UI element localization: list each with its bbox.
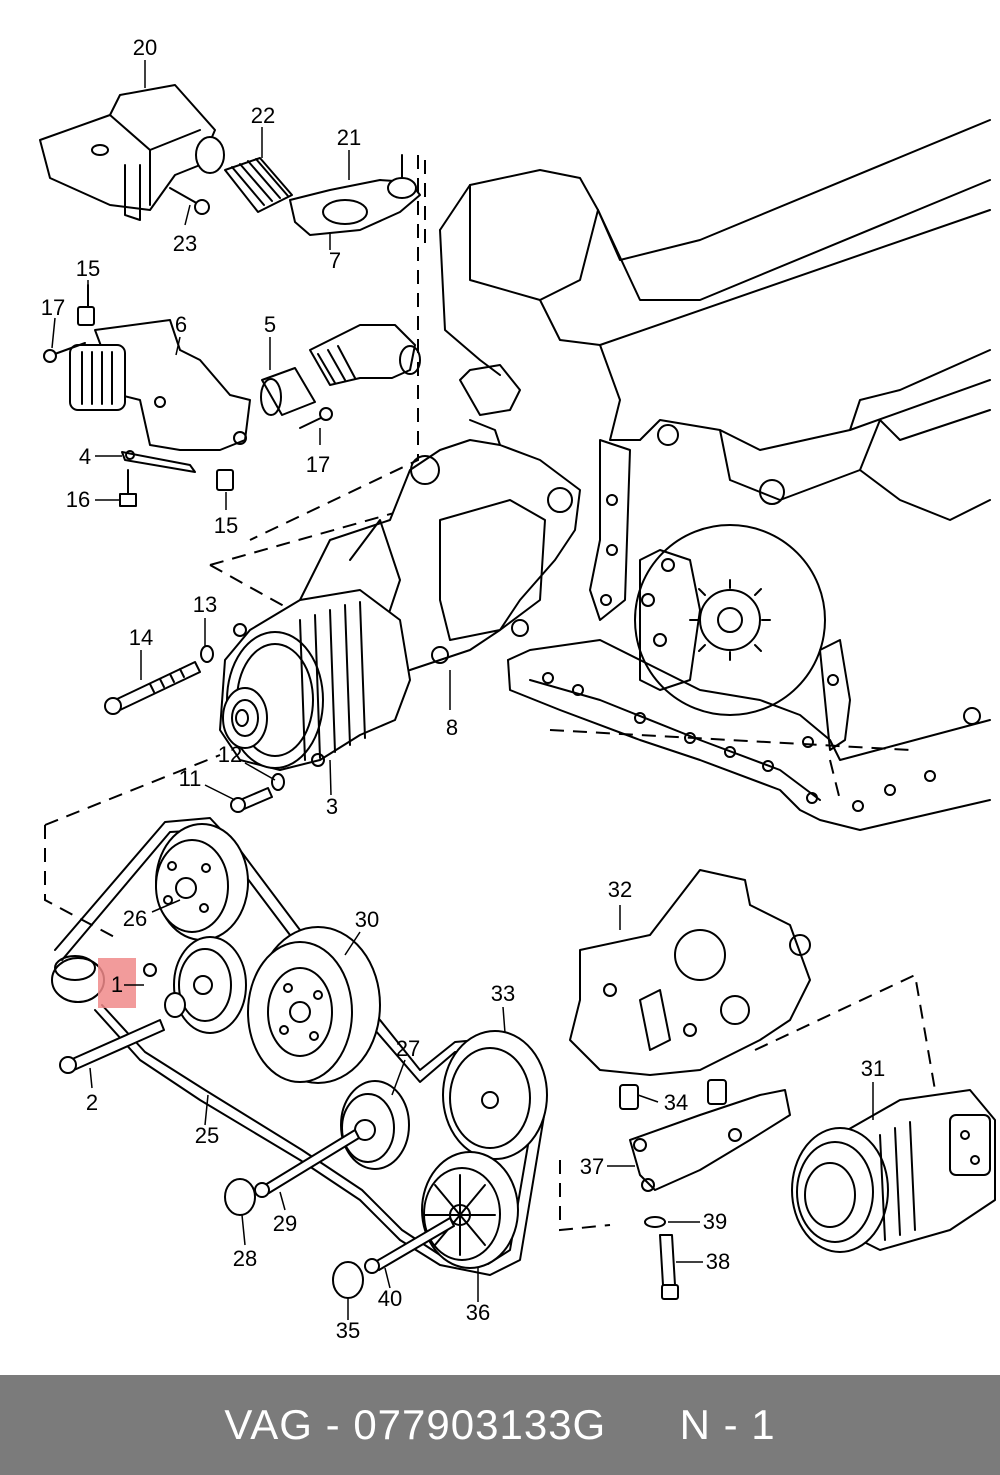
callout-39: 39: [703, 1209, 727, 1234]
part-number-footer: VAG - 077903133G N - 1: [0, 1375, 1000, 1475]
footer-text: VAG - 077903133G N - 1: [224, 1401, 775, 1449]
part-31-compressor: [791, 1089, 996, 1253]
callout-26: 26: [123, 906, 147, 931]
callout-22: 22: [251, 103, 275, 128]
callout-17-top: 17: [41, 295, 65, 320]
callout-17-bottom: 17: [306, 452, 330, 477]
assembly-lines: [44, 155, 936, 1232]
callout-37: 37: [580, 1154, 604, 1179]
callout-21: 21: [337, 125, 361, 150]
part-5-sleeve: [260, 367, 316, 416]
part-35-cap: [332, 1261, 364, 1299]
part-36-pulley: [421, 1151, 519, 1269]
dash-separator: -: [325, 1401, 341, 1448]
part-33-pulley: [442, 1030, 548, 1160]
callout-36: 36: [466, 1300, 490, 1325]
callout-3: 3: [326, 794, 338, 819]
callout-31: 31: [861, 1056, 885, 1081]
callout-15-bottom: 15: [214, 513, 238, 538]
callout-27: 27: [396, 1036, 420, 1061]
part-27-idler: [340, 1080, 410, 1170]
callout-labels: 1 2 3 4 5 6 7 8 11 12 13 14 15 15 16 17 …: [41, 35, 885, 1343]
callout-14: 14: [129, 625, 153, 650]
part-3-alternator: [219, 589, 411, 771]
part-17-bolts: [43, 342, 333, 429]
part-4-strap: [119, 450, 234, 507]
part-23-bolt: [169, 187, 210, 215]
part-32-bracket: [569, 869, 811, 1076]
callout-2: 2: [86, 1090, 98, 1115]
part-1-tensioner: [51, 936, 247, 1034]
callout-38: 38: [706, 1249, 730, 1274]
leader-lines: [51, 60, 874, 1320]
callout-16: 16: [66, 487, 90, 512]
part-1-highlight: [98, 958, 136, 1008]
callout-12: 12: [218, 742, 242, 767]
part-2-bolt: [59, 1019, 165, 1074]
callout-20: 20: [133, 35, 157, 60]
part-28-cap: [224, 1178, 256, 1216]
callout-34: 34: [664, 1090, 688, 1115]
callout-40: 40: [378, 1286, 402, 1311]
part-21-pipe: [289, 154, 421, 236]
part-30-pulley: [247, 926, 381, 1084]
parts-diagram: 1 2 3 4 5 6 7 8 11 12 13 14 15 15 16 17 …: [39, 35, 996, 1343]
callout-23: 23: [173, 231, 197, 256]
callout-30: 30: [355, 907, 379, 932]
part-number: 077903133G: [353, 1401, 607, 1448]
part-29-bolt: [254, 1129, 360, 1198]
position-note: N - 1: [679, 1401, 776, 1448]
callout-6: 6: [175, 312, 187, 337]
callout-1: 1: [111, 972, 123, 997]
callout-25: 25: [195, 1123, 219, 1148]
part-39-washer: [644, 1216, 666, 1228]
callout-15-top: 15: [76, 256, 100, 281]
engine-block: [439, 119, 991, 831]
callout-11: 11: [179, 766, 202, 791]
callout-7: 7: [329, 248, 341, 273]
part-11-bolt: [230, 773, 285, 813]
part-40-bolt: [364, 1217, 455, 1274]
callout-13: 13: [193, 592, 217, 617]
callout-29: 29: [273, 1211, 297, 1236]
callout-33: 33: [491, 981, 515, 1006]
part-22-bellows: [224, 157, 293, 213]
callout-32: 32: [608, 877, 632, 902]
part-37-bracket: [629, 1089, 791, 1192]
part-38-bolt: [659, 1234, 679, 1300]
callout-4: 4: [79, 444, 91, 469]
part-7-hose: [309, 324, 421, 386]
part-26-pulley: [155, 823, 249, 941]
callout-8: 8: [446, 715, 458, 740]
callout-5: 5: [264, 312, 276, 337]
part-20-air-duct: [39, 84, 225, 221]
part-6-bracket: [69, 319, 251, 451]
callout-28: 28: [233, 1246, 257, 1271]
part-34-bushings: [619, 1079, 727, 1110]
callout-35: 35: [336, 1318, 360, 1343]
part-15-clip-top: [77, 284, 95, 326]
brand-label: VAG: [224, 1401, 313, 1448]
part-14-bolt: [104, 645, 214, 715]
